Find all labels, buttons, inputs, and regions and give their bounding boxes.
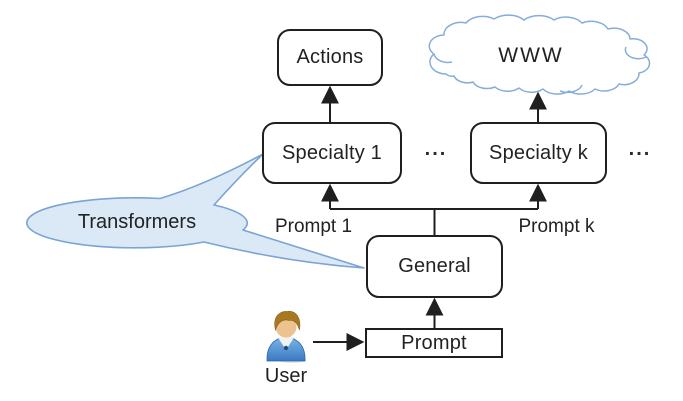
ellipsis-between-specialties: ... xyxy=(424,138,448,160)
ellipsis-after-specialty-k: ... xyxy=(628,138,652,160)
edge-label-prompt-1: Prompt 1 xyxy=(274,216,353,237)
node-general-label: General xyxy=(398,255,471,277)
transformers-callout-shape xyxy=(26,153,365,269)
node-specialty-k: Specialty k xyxy=(470,122,607,184)
node-actions: Actions xyxy=(277,29,383,86)
edge-label-prompt-k: Prompt k xyxy=(518,216,595,237)
node-specialty-1: Specialty 1 xyxy=(262,122,402,184)
node-prompt-label: Prompt xyxy=(401,331,467,354)
transformers-callout-label: Transformers xyxy=(77,211,197,233)
user-icon xyxy=(266,311,306,363)
user-label: User xyxy=(264,365,308,387)
node-specialty-1-label: Specialty 1 xyxy=(281,141,383,164)
node-actions-label: Actions xyxy=(296,46,364,68)
edge-general-branch xyxy=(330,208,538,235)
www-cloud-shape xyxy=(428,14,651,95)
www-cloud-label: WWW xyxy=(498,44,564,67)
node-general: General xyxy=(366,235,503,298)
node-specialty-k-label: Specialty k xyxy=(489,141,588,164)
node-prompt: Prompt xyxy=(365,328,503,358)
